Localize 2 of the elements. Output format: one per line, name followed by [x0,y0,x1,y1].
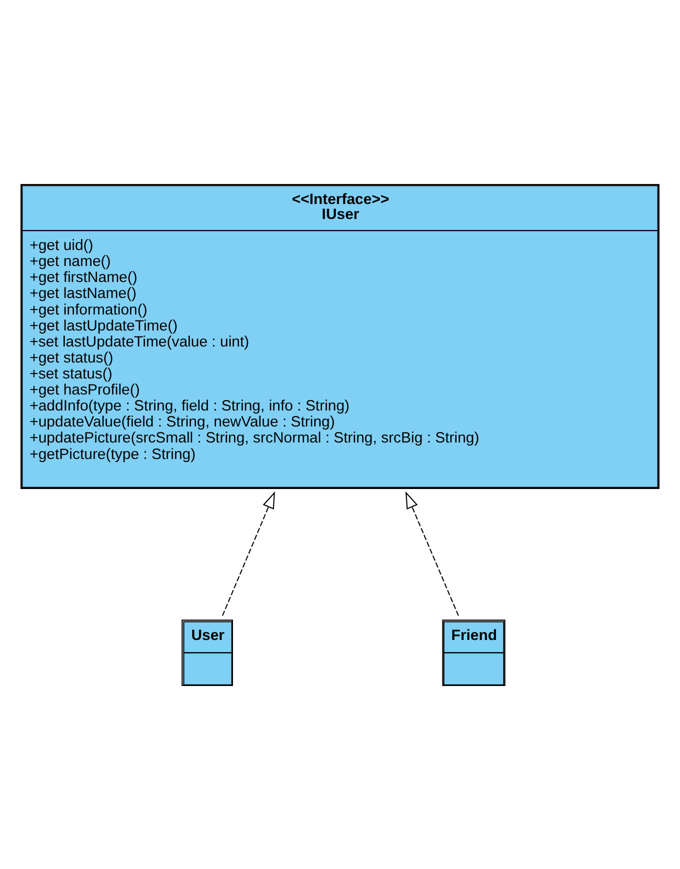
arrow [222,490,276,616]
arrow [406,490,459,616]
